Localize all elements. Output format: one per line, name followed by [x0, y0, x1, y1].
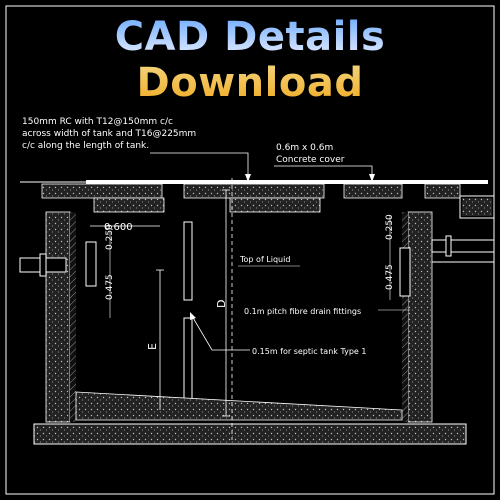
- cover-leader: [274, 165, 373, 180]
- top-of-liquid-label: Top of Liquid: [239, 255, 290, 264]
- base-slab: [33, 423, 467, 445]
- ground-slab-top: [86, 180, 488, 184]
- e-label: E: [146, 343, 159, 350]
- right-wall: [407, 211, 433, 423]
- reinforcement-leader: [150, 152, 249, 180]
- left-pipe-lower-dim: 0.475: [105, 274, 115, 300]
- baffle-lower: [183, 317, 193, 407]
- right-pipe-lower-dim: 0.475: [385, 264, 395, 290]
- cover-note-1: 0.6m x 0.6m: [276, 143, 333, 153]
- page-title: CAD Details Download: [0, 14, 500, 106]
- septic-type-leader: [191, 315, 250, 351]
- cover-slab: [183, 183, 325, 199]
- reinforcement-note-3: c/c along the length of tank.: [22, 141, 149, 151]
- left-slab: [41, 183, 163, 199]
- reinforcement-note-1: 150mm RC with T12@150mm c/c: [22, 117, 173, 127]
- septic-type-note: 0.15m for septic tank Type 1: [252, 347, 366, 356]
- d-label: D: [215, 300, 228, 308]
- cover-note-2: Concrete cover: [276, 155, 345, 165]
- right-pipe-upper-dim: 0.250: [385, 214, 395, 240]
- reinforcement-note-2: across width of tank and T16@225mm: [22, 129, 196, 139]
- sloped-floor: [75, 391, 403, 421]
- baffle-upper: [183, 221, 193, 301]
- drain-fittings-note: 0.1m pitch fibre drain fittings: [244, 307, 361, 316]
- left-pipe-upper-dim: 0.250: [105, 224, 115, 250]
- left-wall: [45, 211, 71, 423]
- inlet-offset-label: 0.600: [104, 222, 133, 233]
- outlet-pipe: [431, 239, 495, 253]
